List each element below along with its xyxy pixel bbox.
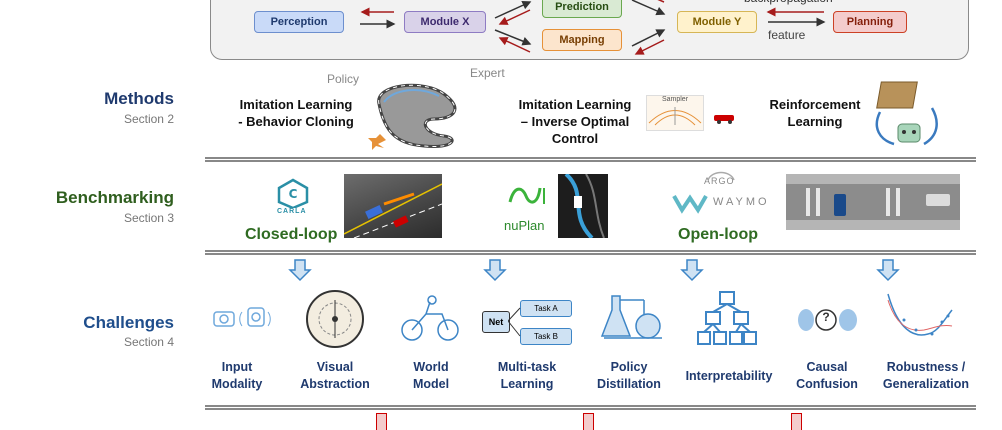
mapping-module: Mapping: [542, 29, 622, 51]
argo-logo-icon: [707, 171, 735, 181]
planning-module: Planning: [833, 11, 907, 33]
challenge-interpretability: Interpretability: [685, 369, 773, 383]
nuplan-label: nuPlan: [504, 218, 545, 233]
down-arrow-icon: [288, 259, 312, 282]
challenge-multi-task-learning: Multi-task Learning: [497, 360, 557, 391]
prediction-module: Prediction: [542, 0, 622, 18]
challenges-title: Challenges: [83, 313, 174, 332]
carla-label: CARLA: [277, 208, 307, 215]
module-x: Module X: [404, 11, 486, 33]
challenge-robustness: Robustness / Generalization: [882, 360, 970, 391]
crash-icon: [368, 134, 386, 150]
task-a-box: Task A: [520, 300, 572, 317]
down-arrow-icon: [876, 259, 900, 282]
red-arrow-stub: [376, 413, 387, 430]
down-arrow-icon: [680, 259, 704, 282]
challenge-input-modality: Input Modality: [211, 360, 263, 391]
closed-loop-label: Closed-loop: [245, 226, 338, 243]
red-arrow-stub: [791, 413, 802, 430]
feature-label: feature: [768, 28, 806, 42]
multitask-arrows: [508, 307, 521, 337]
divider-2: [205, 250, 976, 255]
method-reinforcement-learning: Reinforcement Learning: [769, 97, 861, 129]
sampler-label: Sampler: [661, 96, 689, 103]
carla-logo-icon: C: [277, 178, 309, 208]
sampler-figure: Sampler: [646, 95, 704, 131]
waymo-street-image: [786, 174, 960, 230]
interpretability-tree-icon: [697, 291, 757, 345]
perception-module: Perception: [254, 11, 344, 33]
visual-abstraction-icon: [306, 290, 364, 348]
divider-1: [205, 157, 976, 162]
camera-sensor-icon: [213, 307, 271, 327]
challenge-visual-abstraction: Visual Abstraction: [300, 360, 370, 391]
task-b-box: Task B: [520, 328, 572, 345]
method-behavior-cloning: Imitation Learning - Behavior Cloning: [238, 97, 354, 129]
carla-road-image: [344, 174, 442, 238]
benchmarking-title: Benchmarking: [55, 188, 174, 207]
challenge-causal-confusion: Causal Confusion: [796, 360, 858, 391]
expert-label: Expert: [470, 66, 505, 80]
robustness-plot-icon: [887, 293, 953, 336]
methods-section: Section 2: [123, 112, 174, 126]
multitask-net-box: Net: [482, 311, 510, 333]
challenge-policy-distillation: Policy Distillation: [597, 360, 661, 391]
red-arrow-stub: [583, 413, 594, 430]
open-loop-label: Open-loop: [678, 226, 758, 243]
down-arrow-icon: [483, 259, 507, 282]
terrain-icon: [876, 81, 918, 109]
question-mark: ?: [822, 310, 830, 324]
waymo-logo-icon: [672, 194, 708, 214]
challenges-section: Section 4: [123, 335, 174, 349]
svg-text:C: C: [289, 187, 298, 201]
waymo-label: WAYMO: [713, 196, 770, 208]
robot-icon: [897, 123, 921, 143]
challenge-world-model: World Model: [412, 360, 450, 391]
flask-icon: [600, 295, 662, 339]
nuplan-logo-icon: [508, 187, 545, 204]
causal-confusion-icon: [798, 309, 857, 331]
methods-title: Methods: [104, 89, 174, 108]
divider-3: [205, 405, 976, 410]
policy-label: Policy: [327, 72, 360, 86]
sampler-curves-icon: [648, 107, 702, 126]
nuplan-map-image: [558, 174, 608, 238]
module-y: Module Y: [677, 11, 757, 33]
pipeline-arrows: [360, 0, 826, 55]
argo-label: ARGO: [704, 176, 735, 186]
backpropagation-label: backpropagation: [744, 0, 833, 5]
track-icon: [368, 83, 457, 150]
world-model-icon: [401, 295, 459, 341]
benchmarking-section: Section 3: [123, 211, 174, 225]
small-car-icon: [714, 115, 734, 124]
rl-loop-icon: [875, 81, 938, 146]
method-inverse-optimal-control: Imitation Learning – Inverse Optimal Con…: [518, 97, 632, 146]
